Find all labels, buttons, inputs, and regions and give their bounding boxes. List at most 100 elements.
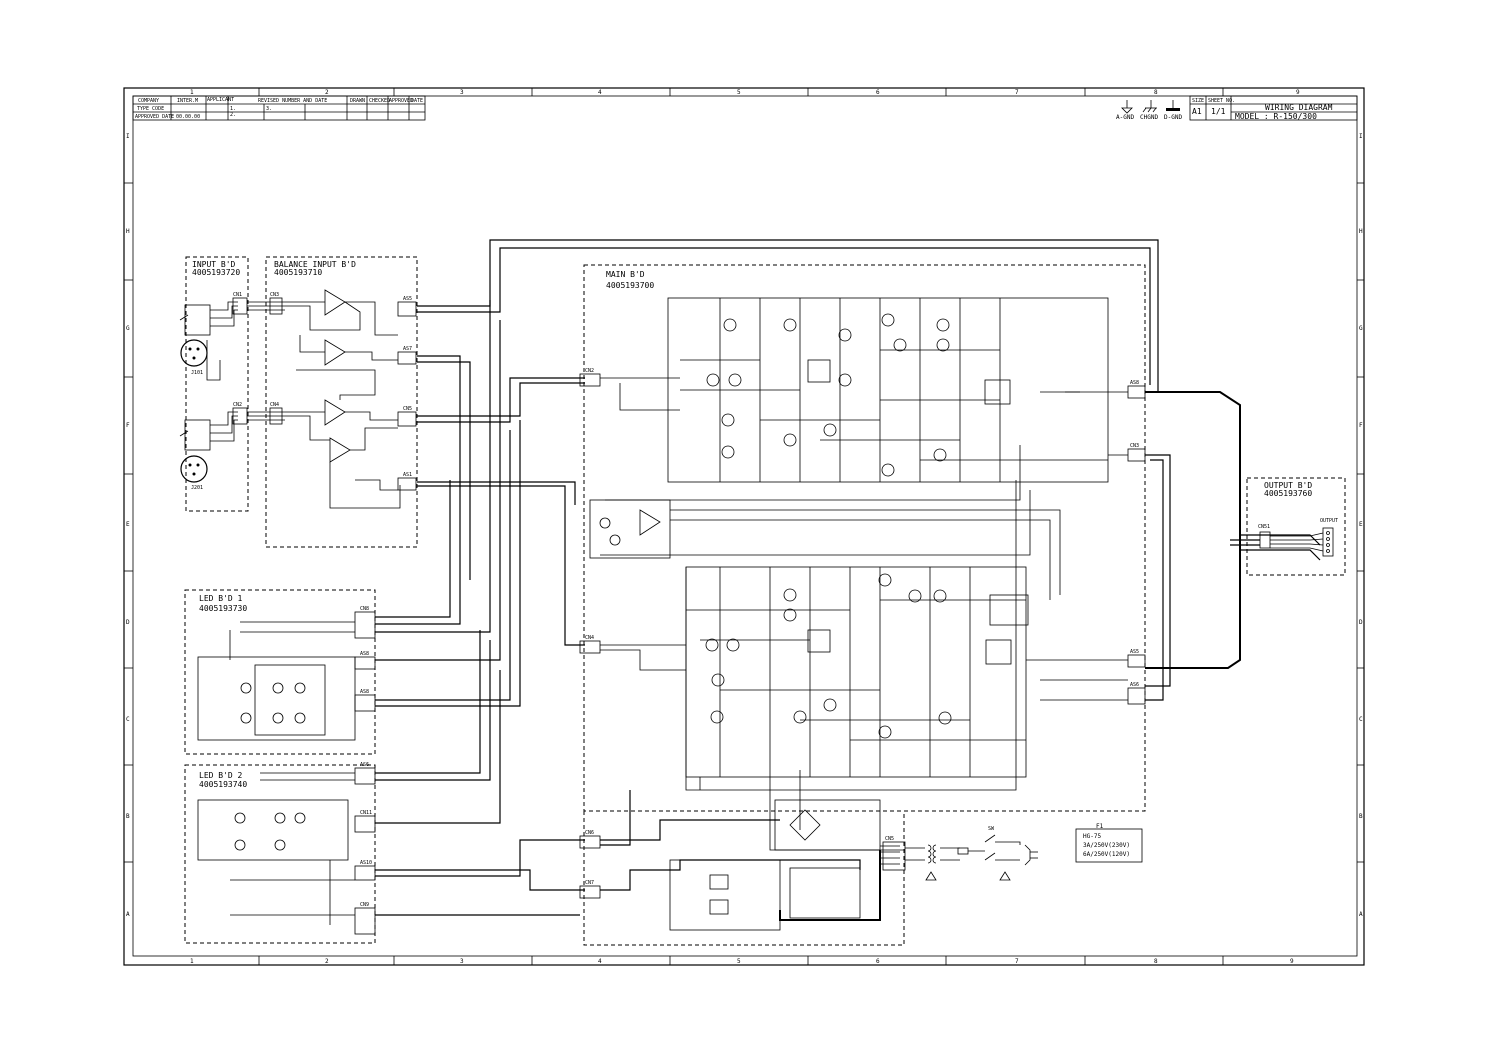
a-gnd-icon [1121, 100, 1133, 114]
fuse-note-line-2: HG-75 [1083, 833, 1101, 840]
main-cn2-label: CN2 [585, 368, 594, 374]
ch1-q2-icon [723, 318, 737, 332]
grid-col-9: 9 [1296, 89, 1300, 96]
balance-cn3-label: CN3 [270, 292, 279, 298]
output-board-outline [1246, 477, 1346, 576]
main-cn6-label: CN6 [585, 830, 594, 836]
balance-board-code: 4005193710 [274, 268, 322, 277]
led1-board-code: 4005193730 [199, 604, 247, 613]
main-protection-circuit [589, 445, 1061, 600]
grid-row-D: D [126, 619, 130, 626]
main-cn3-label: CN3 [1130, 443, 1139, 449]
rev-row-2: 2. [230, 112, 236, 118]
protect-opamp-icon [639, 509, 661, 536]
ch2-q11-icon [908, 589, 922, 603]
bridge-rectifier-icon [789, 809, 821, 841]
ch2-q2-icon [726, 638, 740, 652]
ch1-q4-icon [721, 413, 735, 427]
transformer-icon [927, 844, 937, 864]
chassis-gnd-icon [1142, 100, 1157, 113]
d-gnd-label: D-GND [1164, 114, 1182, 121]
checked-label: CHECKED [369, 98, 390, 104]
grid-col-5: 5 [737, 89, 741, 96]
led1-transistor-5-icon [272, 712, 284, 724]
balance-input-board-outline [265, 256, 418, 548]
fuse-note-line-4: 6A/250V(120V) [1083, 851, 1130, 858]
drawn-label: DRAWN [350, 98, 365, 104]
xlr-jack-1-icon [179, 304, 211, 367]
led2-board-code: 4005193740 [199, 780, 247, 789]
balance-as5-label: AS5 [403, 296, 412, 302]
grid-col-1: 1 [190, 89, 194, 96]
balance-cn5-label: CN5 [403, 406, 412, 412]
ch2-q5-icon [783, 588, 797, 602]
grid-row-E-right: E [1359, 521, 1363, 528]
balance-board-name: BALANCE INPUT B'D [274, 260, 356, 269]
led2-transistor-3-icon [274, 812, 286, 824]
grid-col-8: 8 [1154, 89, 1158, 96]
output-board-circuit: CN51 OUTPUT [1258, 518, 1338, 557]
grid-ticks [124, 88, 1364, 965]
led2-transistor-1-icon [234, 812, 246, 824]
opamp-2-icon [324, 339, 346, 366]
led1-cn8-label: CN8 [360, 606, 369, 612]
model-label: MODEL : R-150/300 [1235, 112, 1317, 121]
approved-date-value: 00.00.00 [176, 114, 200, 120]
a-gnd-label: A-GND [1116, 114, 1134, 121]
led2-board-circuit: AS6 CN11 AS10 CN9 [197, 762, 376, 935]
grid-col-3-bottom: 3 [460, 958, 464, 965]
led1-transistor-2-icon [240, 712, 252, 724]
grid-row-H-right: H [1359, 228, 1363, 235]
grid-col-4-bottom: 4 [598, 958, 602, 965]
input-j201-label: J201 [191, 485, 203, 491]
ch1-q16-icon [933, 448, 947, 462]
interboard-wiring [375, 239, 1321, 916]
grid-row-I-right: I [1359, 133, 1363, 140]
fuse-note: F1 HG-75 3A/250V(230V) 6A/250V(120V) [1075, 823, 1143, 863]
grid-col-8-bottom: 8 [1154, 958, 1158, 965]
power-supply-circuit: CN6 CN7 CN5 SW [579, 790, 1038, 931]
grid-col-1-bottom: 1 [190, 958, 194, 965]
fuse-icon [957, 847, 969, 855]
drawing-title: WIRING DIAGRAM [1265, 103, 1333, 112]
input-board-name: INPUT B'D [192, 260, 236, 269]
main-channel-1-circuit: CN2 AS8 CN3 [579, 297, 1146, 483]
revised-label: REVISED NUMBER AND DATE [258, 98, 327, 104]
grid-col-7: 7 [1015, 89, 1019, 96]
warning-icon-2 [999, 871, 1011, 881]
rev-row-1: 1. [230, 106, 236, 112]
ch2-q9-icon [878, 573, 892, 587]
ch1-q3-icon [728, 373, 742, 387]
led2-board-outline [184, 764, 376, 944]
ch1-q5-icon [721, 445, 735, 459]
rev-row-3: 3. [266, 106, 272, 112]
output-board-code: 4005193760 [1264, 489, 1312, 498]
led2-transistor-5-icon [274, 839, 286, 851]
date-label: DATE [411, 98, 423, 104]
main-board-code: 4005193700 [606, 281, 654, 290]
main-as5-label: AS5 [1130, 649, 1139, 655]
input-j101-label: J101 [191, 370, 203, 376]
grid-row-G: G [126, 325, 130, 332]
balance-as1-label: AS1 [403, 472, 412, 478]
ch1-q8-icon [823, 423, 837, 437]
led1-board-circuit: CN8 AS8 AS8 [197, 606, 376, 741]
ch1-q6-icon [783, 318, 797, 332]
ch1-q9-icon [838, 328, 852, 342]
power-sw-label: SW [988, 826, 995, 832]
ch1-q10-icon [838, 373, 852, 387]
ch1-q12-icon [881, 463, 895, 477]
ac-plug-icon [1024, 844, 1038, 866]
main-cn5-label: CN5 [885, 836, 894, 842]
protect-q2-icon [609, 534, 621, 546]
approved-label: APPROVED [389, 98, 413, 104]
ch2-q12-icon [933, 589, 947, 603]
grid-col-9-bottom: 9 [1290, 958, 1294, 965]
main-cn4-label: CN4 [585, 635, 594, 641]
input-cn2-label: CN2 [233, 402, 242, 408]
ch1-q13-icon [893, 338, 907, 352]
opamp-4-icon [329, 437, 351, 463]
led1-as8a-label: AS8 [360, 651, 369, 657]
board-titles: INPUT B'D 4005193720 BALANCE INPUT B'D 4… [192, 260, 1312, 789]
d-gnd-icon [1166, 100, 1180, 111]
